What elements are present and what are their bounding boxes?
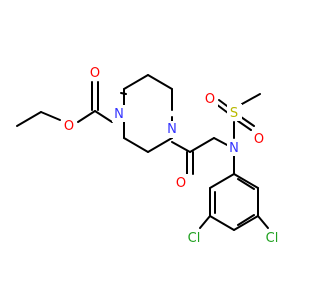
atom-label-o: O (64, 119, 74, 134)
bond (237, 178, 255, 190)
bond (199, 215, 211, 229)
bond (257, 215, 269, 229)
atom-labels: N N N O O O S O (62, 64, 282, 246)
atom-label-n: N (229, 141, 239, 156)
atom-cl-right: Cl (262, 229, 282, 246)
bond (233, 173, 259, 189)
atom-n-piperazine-4: N (164, 121, 179, 138)
bond (123, 74, 149, 90)
atom-label-n: N (167, 122, 177, 137)
atom-label-s: S (230, 106, 238, 121)
bond (209, 173, 235, 189)
atom-o-amide: O (174, 174, 189, 191)
bond (209, 215, 235, 231)
bond (147, 137, 173, 153)
bonds (16, 74, 269, 231)
atom-label-o: O (205, 92, 215, 107)
bond (241, 93, 261, 105)
atom-cl-left: Cl (184, 229, 204, 246)
atom-o-sulfonyl-right: O (252, 130, 267, 147)
bond (233, 215, 259, 231)
bond (123, 137, 149, 153)
bond (213, 137, 230, 147)
atom-o-ester-carbonyl: O (88, 64, 103, 81)
bond (240, 116, 255, 127)
bond (16, 111, 42, 127)
atom-label-n: N (114, 107, 124, 122)
bond (237, 214, 255, 226)
atom-label-cl: Cl (188, 231, 201, 246)
atom-label-o: O (254, 132, 264, 147)
atom-s-sulfonyl: S (227, 104, 242, 121)
bond (147, 74, 173, 90)
bond (189, 137, 215, 153)
atom-o-ester: O (62, 117, 77, 134)
structure-canvas: N N N O O O S O (16, 64, 282, 246)
bond (171, 141, 191, 153)
atom-n-piperazine-1: N (112, 105, 127, 122)
atom-label-cl: Cl (266, 231, 279, 246)
bond (77, 110, 96, 123)
molecule-diagram: N N N O O O S O (16, 64, 282, 246)
atom-o-sulfonyl-left: O (203, 90, 218, 107)
bond (237, 120, 252, 131)
bond (94, 110, 113, 123)
atom-label-o: O (176, 176, 186, 191)
atom-label-o: O (90, 66, 100, 81)
atom-n-sulfonamide: N (227, 139, 242, 156)
bond (40, 111, 61, 121)
